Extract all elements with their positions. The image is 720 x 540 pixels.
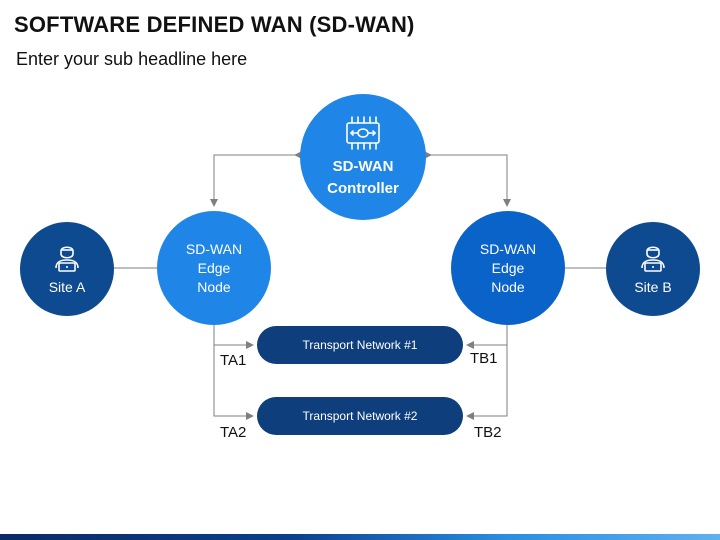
footer-accent-bar: [0, 534, 720, 540]
controller-label-line2: Controller: [327, 180, 399, 197]
tag-ta2: TA2: [220, 424, 247, 441]
edge-b-label-line2: Edge: [491, 259, 525, 276]
edge-node-b: SD-WAN Edge Node: [451, 211, 565, 325]
tag-ta1: TA1: [220, 352, 247, 369]
site-b-node: Site B: [606, 222, 700, 316]
link-edge-b-tn1: [466, 325, 508, 349]
edge-a-label-line3: Node: [197, 278, 231, 295]
link-edge-a-tn1: [213, 325, 254, 349]
transport-network-1: Transport Network #1: [257, 326, 463, 364]
page-subtitle: Enter your sub headline here: [16, 49, 248, 69]
user-laptop-icon: [55, 245, 79, 272]
link-controller-edge-b: [424, 151, 511, 207]
controller-label-line1: SD-WAN: [332, 158, 394, 175]
edge-a-label-line1: SD-WAN: [185, 240, 243, 257]
tag-tb1: TB1: [470, 350, 498, 367]
link-controller-edge-a: [210, 151, 302, 207]
link-edge-a-tn2: [213, 345, 254, 420]
site-a-node: Site A: [20, 222, 114, 316]
tag-tb2: TB2: [474, 424, 502, 441]
circuit-chip-icon: [346, 116, 380, 150]
site-a-label: Site A: [48, 278, 86, 295]
site-b-label: Site B: [634, 278, 672, 295]
edge-node-a: SD-WAN Edge Node: [157, 211, 271, 325]
link-edge-b-tn2: [466, 345, 508, 420]
sdwan-controller-node: SD-WAN Controller: [300, 94, 426, 220]
page-title: SOFTWARE DEFINED WAN (SD-WAN): [14, 12, 415, 37]
transport-network-2: Transport Network #2: [257, 397, 463, 435]
edge-a-label-line2: Edge: [197, 259, 231, 276]
edge-b-label-line3: Node: [491, 278, 525, 295]
user-laptop-icon: [641, 245, 665, 272]
edge-b-label-line1: SD-WAN: [479, 240, 537, 257]
